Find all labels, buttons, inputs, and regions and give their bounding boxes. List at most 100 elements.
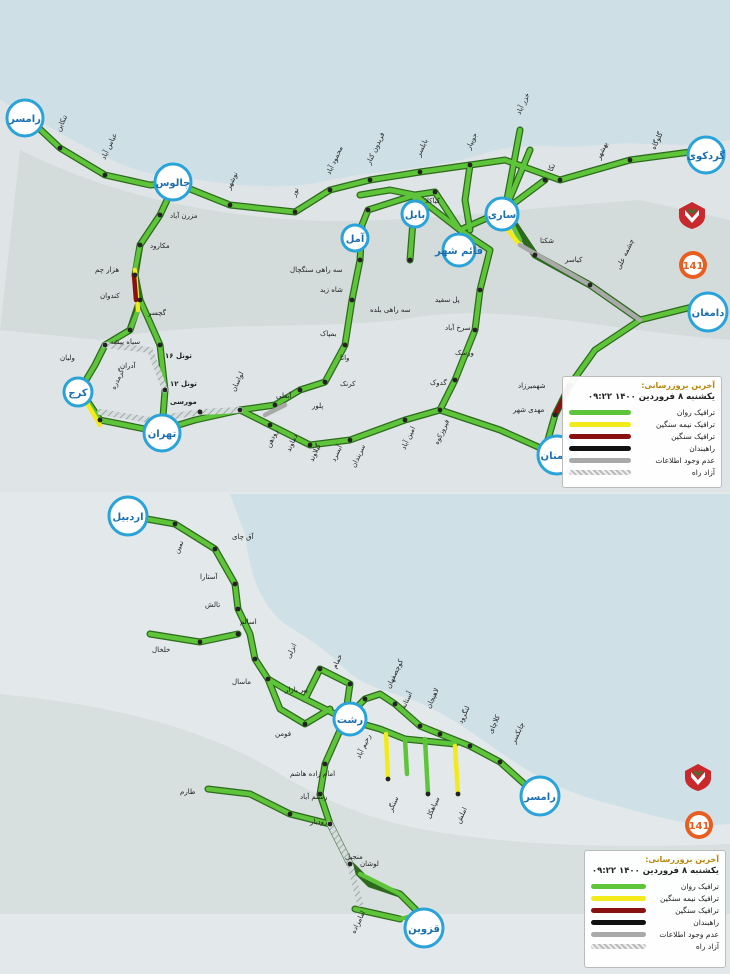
- city-karaj[interactable]: کرج: [62, 376, 94, 408]
- town-label: مهدی شهر: [512, 406, 545, 414]
- map-panel-mazandaran: تنکابن عباس آباد نوشهر نور محمود آباد فر…: [0, 0, 730, 488]
- city-markers-2[interactable]: اردبیل رشت رامسر قزوین: [107, 495, 561, 949]
- city-sari[interactable]: ساری: [484, 196, 520, 232]
- town-label: نور: [289, 186, 300, 198]
- town-label: لوشان: [360, 860, 379, 868]
- town-label: آدران: [120, 361, 137, 370]
- traffic-legend-1: آخرین بروزرسانی: یکشنبه ۸ فروردین ۱۴۰۰ ۰…: [562, 376, 722, 488]
- town-label: شاه زید: [320, 286, 343, 294]
- map-canvas-1: تنکابن عباس آباد نوشهر نور محمود آباد فر…: [0, 0, 730, 476]
- town-label: ماسال: [232, 678, 251, 686]
- legend-date: یکشنبه ۸ فروردین ۱۴۰۰ ۰۹:۲۲: [591, 866, 719, 876]
- city-ramsar[interactable]: رامسر: [5, 98, 45, 138]
- city-qazvin[interactable]: قزوین: [403, 907, 445, 949]
- town-label: هزار چم: [95, 266, 119, 274]
- town-label: طارم: [180, 788, 196, 796]
- legend-row-smooth: ترافیک روان: [591, 880, 719, 892]
- legend-row-heavy: ترافیک سنگین: [591, 904, 719, 916]
- svg-text:دامغان: دامغان: [692, 308, 725, 319]
- emergency-141-logo: 141: [684, 810, 714, 840]
- caspian-sea: [230, 494, 730, 825]
- town-label: سرخ آباد: [445, 323, 471, 332]
- svg-text:141: 141: [683, 261, 704, 272]
- city-babol[interactable]: بابل: [400, 199, 430, 229]
- town-label: سه راهی بلده: [370, 306, 411, 314]
- legend-row-no-data: عدم وجود اطلاعات: [591, 928, 719, 940]
- caspian-sea: [0, 0, 730, 187]
- svg-text:بابل: بابل: [405, 210, 425, 221]
- town-label: نکا: [547, 162, 558, 173]
- city-ghaemshahr[interactable]: قائم شهر: [434, 232, 483, 268]
- town-label: بمپاک: [320, 330, 337, 338]
- town-label: تونل ۱۲: [170, 380, 197, 388]
- city-rasht[interactable]: رشت: [332, 701, 368, 737]
- traffic-legend-2: آخرین بروزرسانی: یکشنبه ۸ فروردین ۱۴۰۰ ۰…: [584, 850, 726, 968]
- town-label: کیاکلا: [425, 197, 441, 205]
- town-label: ولیان: [60, 354, 75, 362]
- town-label: مورسی: [170, 398, 197, 406]
- svg-text:رشت: رشت: [337, 715, 363, 726]
- town-label: آستارا: [200, 572, 218, 581]
- city-gorgan[interactable]: گردکوی: [686, 135, 726, 175]
- city-ramsar[interactable]: رامسر: [519, 775, 561, 817]
- town-label: تالش: [205, 601, 220, 609]
- svg-text:اردبیل: اردبیل: [112, 512, 143, 523]
- town-label: سه راهی سنگچال: [290, 265, 343, 274]
- town-label: پیر بازار: [284, 686, 308, 694]
- town-label: کرنک: [340, 380, 356, 388]
- legend-row-semi-heavy: ترافیک نیمه سنگین: [569, 418, 715, 430]
- legend-row-blocked: راهبندان: [591, 916, 719, 928]
- town-dots-2: [172, 521, 503, 867]
- city-amol[interactable]: آمل: [340, 223, 370, 253]
- town-label: تونل ۱۶: [165, 352, 192, 360]
- map-panel-gilan: نمین آق چای آستارا تالش اسالم خلخال ماسا…: [0, 494, 730, 974]
- town-label: امام زاده هاشم: [290, 770, 335, 778]
- legend-row-smooth: ترافیک روان: [569, 406, 715, 418]
- legend-title: آخرین بروزرسانی:: [645, 855, 719, 864]
- city-damghan[interactable]: دامغان: [687, 291, 729, 333]
- svg-text:ساری: ساری: [488, 210, 517, 221]
- svg-text:گردکوی: گردکوی: [687, 149, 726, 162]
- town-label: گدوک: [430, 378, 447, 387]
- town-label: گچسر: [147, 308, 167, 317]
- town-label: آبعلی: [276, 391, 292, 400]
- legend-title: آخرین بروزرسانی:: [641, 381, 715, 390]
- town-label: خلخال: [152, 646, 170, 654]
- svg-text:کرج: کرج: [68, 388, 87, 399]
- town-label: پلور: [311, 402, 323, 410]
- alborz-mountains: [0, 694, 730, 914]
- town-label: کیاسر: [564, 256, 583, 264]
- city-markers-1[interactable]: رامسر چالوس آمل بابل ساری قائم شهر گردکو…: [5, 98, 729, 476]
- town-label: آق چای: [232, 532, 255, 541]
- road-police-logo: [677, 200, 707, 230]
- town-label: مزرن آباد: [170, 211, 198, 220]
- svg-text:141: 141: [689, 821, 710, 832]
- svg-text:آمل: آمل: [346, 232, 365, 245]
- town-label: ورسک: [455, 349, 474, 357]
- road-police-logo: [683, 762, 713, 792]
- town-dots-1: [57, 145, 633, 448]
- city-ardabil[interactable]: اردبیل: [107, 495, 149, 537]
- svg-text:رامسر: رامسر: [523, 792, 556, 803]
- emergency-141-logo: 141: [678, 250, 708, 280]
- city-tehran[interactable]: تهران: [142, 413, 182, 453]
- town-label: منجیل: [345, 853, 363, 861]
- town-label: سیاه بیشه: [110, 338, 140, 346]
- svg-text:چالوس: چالوس: [156, 178, 191, 189]
- city-chalus[interactable]: چالوس: [153, 162, 193, 202]
- town-label: فومن: [275, 730, 291, 738]
- svg-text:رامسر: رامسر: [8, 114, 41, 125]
- legend-date: یکشنبه ۸ فروردین ۱۴۰۰ ۰۹:۲۲: [587, 392, 715, 402]
- svg-text:سمنان: سمنان: [541, 451, 574, 462]
- legend-row-semi-heavy: ترافیک نیمه سنگین: [591, 892, 719, 904]
- town-label: پل سفید: [435, 296, 460, 304]
- svg-text:تهران: تهران: [148, 429, 177, 440]
- town-label: شکتا: [540, 237, 554, 245]
- legend-row-no-data: عدم وجود اطلاعات: [569, 454, 715, 466]
- town-label: شهمیرزاد: [518, 382, 546, 390]
- town-label: واتا: [340, 354, 349, 362]
- town-label: کندوان: [100, 292, 120, 300]
- town-label: رودبار: [309, 818, 327, 826]
- legend-row-freeway: آزاد راه: [569, 466, 715, 478]
- svg-text:قائم شهر: قائم شهر: [434, 246, 483, 257]
